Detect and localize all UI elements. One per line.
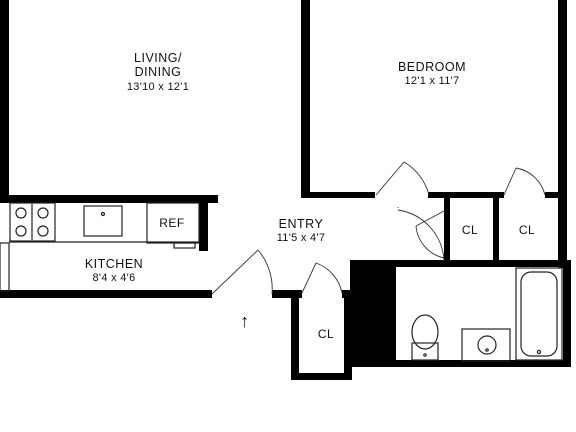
entry-dimensions: 11'5 x 4'7 (277, 232, 326, 244)
entry-label: ENTRY (279, 217, 324, 231)
stove-icon (9, 202, 56, 242)
living-room-label-line2: DINING (135, 65, 182, 79)
closet-label-1: CL (462, 223, 478, 237)
living-room-label-line1: LIVING/ (134, 51, 182, 65)
closet-label-3: CL (318, 327, 334, 341)
walls (0, 0, 571, 380)
kitchen-dimensions: 8'4 x 4'6 (93, 272, 136, 284)
bathtub-icon (515, 267, 563, 361)
living-room-dimensions: 13'10 x 12'1 (127, 81, 189, 93)
bathroom-sink-icon (461, 328, 511, 362)
refrigerator-label: REF (159, 216, 185, 230)
bedroom-dimensions: 12'1 x 11'7 (404, 75, 459, 87)
toilet-icon (411, 314, 439, 361)
entrance-arrow-icon: ↑ (240, 311, 250, 331)
bedroom-label: BEDROOM (398, 60, 466, 74)
door-swings (211, 161, 546, 295)
kitchen-label: KITCHEN (85, 257, 143, 271)
refrigerator-icon (146, 202, 200, 249)
closet-label-2: CL (519, 223, 535, 237)
sink-icon (83, 205, 123, 237)
